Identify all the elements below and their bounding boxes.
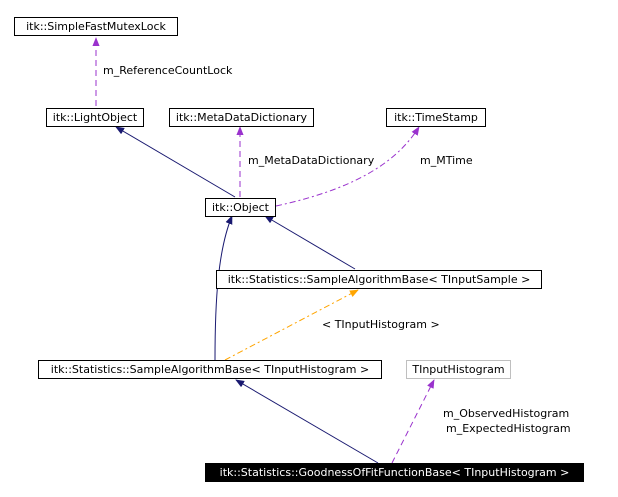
label-mtime: m_MTime bbox=[420, 154, 473, 167]
edge-observed-expected bbox=[391, 379, 435, 464]
node-goodness-of-fit-function-base: itk::Statistics::GoodnessOfFitFunctionBa… bbox=[205, 463, 584, 482]
edge-object-sample-base bbox=[264, 215, 356, 270]
label-reference-count-lock: m_ReferenceCountLock bbox=[103, 64, 233, 77]
node-time-stamp[interactable]: itk::TimeStamp bbox=[386, 108, 486, 127]
label-template-arg: < TInputHistogram > bbox=[322, 318, 440, 331]
node-simple-fast-mutex-lock[interactable]: itk::SimpleFastMutexLock bbox=[14, 17, 178, 36]
node-meta-data-dictionary[interactable]: itk::MetaDataDictionary bbox=[169, 108, 314, 127]
edge-lightobject-object bbox=[115, 126, 236, 198]
edge-histogram-base-goodness bbox=[235, 379, 379, 464]
edge-template-instantiation bbox=[224, 289, 359, 361]
node-sample-algorithm-base-sample[interactable]: itk::Statistics::SampleAlgorithmBase< TI… bbox=[216, 270, 542, 289]
label-expected-histogram: m_ExpectedHistogram bbox=[446, 422, 571, 435]
node-sample-algorithm-base-histogram[interactable]: itk::Statistics::SampleAlgorithmBase< TI… bbox=[38, 360, 382, 379]
label-meta-data-dictionary: m_MetaDataDictionary bbox=[248, 154, 375, 167]
node-object[interactable]: itk::Object bbox=[205, 198, 276, 217]
node-t-input-histogram: TInputHistogram bbox=[406, 360, 511, 379]
label-observed-histogram: m_ObservedHistogram bbox=[443, 407, 570, 420]
node-light-object[interactable]: itk::LightObject bbox=[46, 108, 144, 127]
